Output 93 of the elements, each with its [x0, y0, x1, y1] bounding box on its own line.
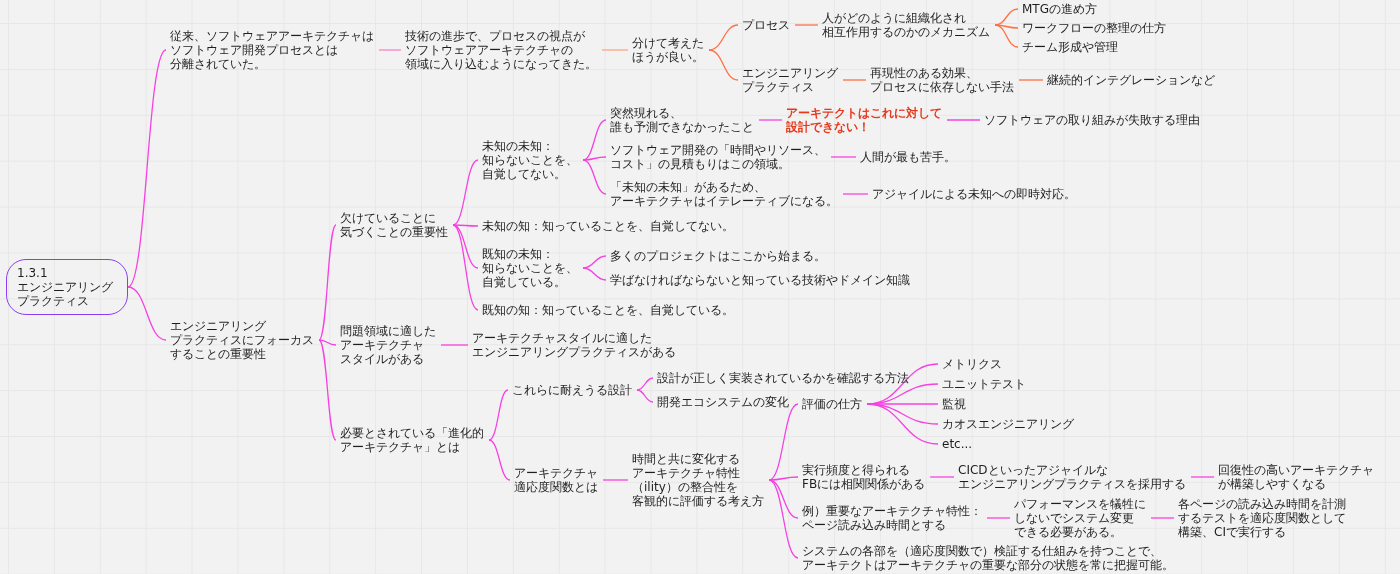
topic-text: ワークフローの整理の仕方	[1018, 20, 1171, 36]
topic-text: これらに耐えうる設計	[508, 382, 637, 398]
connector-line	[127, 286, 167, 341]
connector-line	[794, 24, 819, 26]
topic-text: 時間と共に変化するアーキテクチャ特性（ility）の整合性を客観的に評価する考え方	[628, 451, 769, 509]
topic-text: アーキテクチャ適応度関数とは	[510, 465, 603, 495]
topic-title: エンジニアリングプラクティス	[17, 280, 113, 308]
topic-text: 未知の未知：知らないことを、自覚してない。	[478, 138, 583, 182]
connector-line	[768, 479, 799, 559]
topic-text: エンジニアリングプラクティスにフォーカスすることの重要性	[166, 318, 319, 362]
topic-text: ソフトウェアの取り組みが失敗する理由	[980, 112, 1205, 128]
connector-line	[768, 403, 799, 481]
topic-text: 各ページの読み込み時間を計測するテストを適応度関数として構築、CIで実行する	[1174, 496, 1351, 540]
topic-text: 設計が正しく実装されているかを確認する方法	[653, 370, 914, 386]
connector-line	[582, 156, 607, 161]
connector-line	[318, 339, 337, 441]
topic-text: 評価の仕方	[798, 396, 867, 412]
connector-line	[636, 377, 654, 391]
connector-line	[946, 119, 981, 121]
topic-text: システムの各部を（適応度関数で）検証する仕組みを持つことで、アーキテクトはアーキテクチャの重要な部分の状態を常に把握可能。	[798, 543, 1179, 573]
connector-line	[452, 224, 479, 269]
connector-line	[842, 79, 867, 81]
connector-line	[986, 517, 1011, 519]
topic-text: CICDといったアジャイルなエンジニアリングプラクティスを採用する	[954, 462, 1191, 492]
topic-text: 人がどのように組織化され相互作用するのかのメカニズム	[818, 10, 995, 40]
connector-line	[708, 49, 739, 81]
connector-line	[1190, 476, 1215, 478]
connector-line	[452, 159, 479, 226]
topic-text: 分けて考えたほうが良い。	[628, 35, 709, 65]
topic-text: 既知の未知：知らないことを、自覚している。	[478, 246, 583, 290]
topic-text: 既知の知：知っていることを、自覚している。	[478, 302, 739, 318]
connector-line	[994, 24, 1019, 29]
topic-text: 開発エコシステムの変化	[653, 394, 794, 410]
connector-line	[929, 476, 955, 478]
topic-text: 未知の知：知っていることを、自覚してない。	[478, 218, 739, 234]
connector-line	[127, 49, 167, 288]
topic-text: 学ばなければならないと知っている技術やドメイン知識	[606, 272, 915, 288]
topic-text: カオスエンジニアリング	[938, 416, 1079, 432]
connector-line	[318, 339, 337, 346]
connector-line	[378, 49, 402, 51]
connector-line	[866, 403, 939, 445]
connector-line	[318, 224, 337, 341]
topic-text: 多くのプロジェクトはここから始まる。	[606, 248, 831, 264]
topic-text: パフォーマンスを犠牲にしないでシステム変更できる必要がある。	[1010, 496, 1151, 540]
topic-text: アーキテクチャスタイルに適したエンジニアリングプラクティスがある	[468, 330, 681, 360]
topic-text: 従来、ソフトウェアアーキテクチャはソフトウェア開発プロセスとは分離されていた。	[166, 28, 379, 72]
connector-line	[452, 224, 479, 227]
topic-text: ソフトウェア開発の「時間やリソース、コスト」の見積もりはこの領域。	[606, 142, 831, 172]
connector-line	[758, 119, 783, 121]
connector-line	[582, 159, 607, 195]
topic-text: チーム形成や管理	[1018, 39, 1123, 55]
topic-text: 再現性のある効果、プロセスに依存しない手法	[866, 65, 1019, 95]
topic-text: 「未知の未知」があるため、アーキテクチャはイテレーティブになる。	[606, 179, 843, 209]
topic-text: 監視	[938, 396, 971, 412]
connector-line	[708, 24, 739, 51]
connector-line	[842, 193, 869, 195]
section-number: 1.3.1	[17, 266, 48, 280]
connector-line	[830, 156, 857, 158]
connector-line	[636, 389, 654, 403]
topic-text: 実行頻度と得られるFBには相関関係がある	[798, 462, 931, 492]
connector-line	[994, 24, 1019, 48]
connector-line	[440, 344, 469, 346]
connector-line	[1150, 517, 1175, 519]
topic-text: 突然現れる、誰も予測できなかったこと	[606, 105, 759, 135]
topic-box	[6, 259, 128, 315]
connector-line	[582, 119, 607, 161]
topic-text: 技術の進歩で、プロセスの視点がソフトウェアアーキテクチャの領域に入り込むようになってきた。	[401, 28, 602, 72]
topic-text: 問題領域に適したアーキテクチャスタイルがある	[336, 323, 441, 367]
topic-text: MTGの進め方	[1018, 1, 1102, 17]
connector-line	[452, 224, 479, 311]
connector-line	[1018, 79, 1044, 81]
connector-line	[601, 49, 629, 51]
topic-text: 例）重要なアーキテクチャ特性：ページ読み込み時間とする	[798, 503, 987, 533]
connector-line	[582, 267, 607, 281]
topic-text: 欠けていることに気づくことの重要性	[336, 210, 453, 240]
topic-text: 必要とされている「進化的アーキテクチャ」とは	[336, 425, 489, 455]
connector-line	[582, 255, 607, 269]
connector-line	[602, 479, 629, 481]
topic-text: エンジニアリングプラクティス	[738, 65, 843, 95]
topic-text: 回復性の高いアーキテクチャが構築しやすくなる	[1214, 462, 1379, 492]
connector-line	[768, 476, 799, 481]
topic-text: メトリクス	[938, 356, 1007, 372]
topic-text: 人間が最も苦手。	[856, 149, 961, 165]
topic-text: アジャイルによる未知への即時対応。	[868, 186, 1081, 202]
topic-text: ユニットテスト	[938, 376, 1031, 392]
connector-line	[994, 8, 1019, 26]
connector-line	[488, 389, 509, 441]
warning-text: アーキテクトはこれに対して設計できない！	[782, 105, 947, 135]
topic-text: 継続的インテグレーションなど	[1043, 72, 1220, 88]
connector-line	[866, 403, 939, 425]
topic-text: etc...	[938, 436, 978, 452]
topic-text: プロセス	[738, 17, 795, 33]
connector-line	[488, 439, 511, 481]
